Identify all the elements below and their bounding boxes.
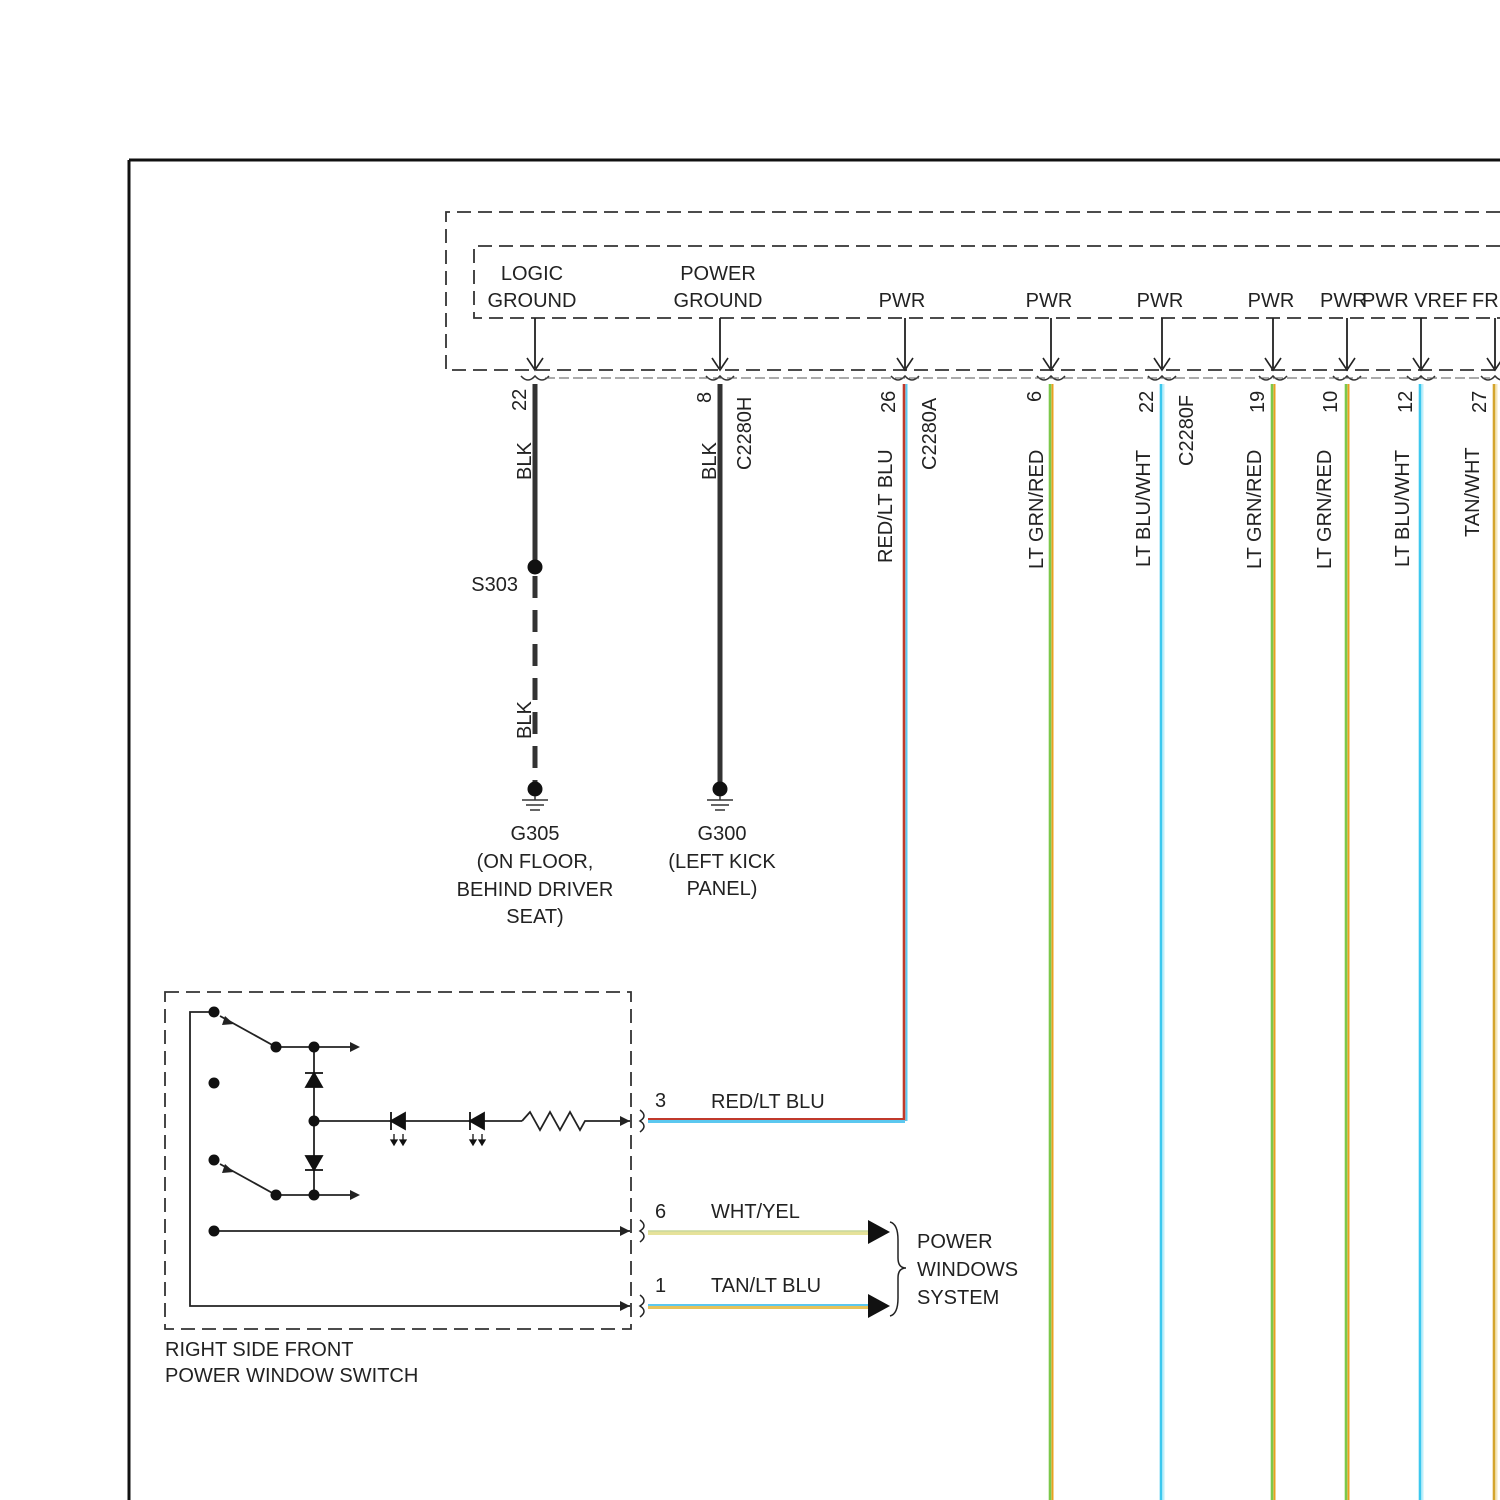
pin-22-label: 22: [509, 389, 531, 411]
wire-color-label: LT GRN/RED: [1314, 450, 1336, 569]
destination-label-3: SYSTEM: [917, 1287, 999, 1309]
wire-color-label: LT BLU/WHT: [1392, 450, 1414, 567]
splice-s303-label: S303: [471, 574, 518, 596]
pin-19-label: 19: [1247, 391, 1269, 413]
page-frame: [129, 160, 1500, 1500]
power-ground-label-2: GROUND: [674, 290, 763, 312]
g300-label: G300: [698, 823, 747, 845]
connector-label: C2280A: [919, 397, 941, 470]
led-emission-icon: [391, 1134, 485, 1145]
pwr-label-2: PWR: [1026, 290, 1073, 312]
g300-location-2: PANEL): [687, 878, 758, 900]
pwr-circuit-12: 12 LT BLU/WHT: [1392, 384, 1423, 1500]
pwr-label-3: PWR: [1137, 290, 1184, 312]
pwr-circuit-6: 6 LT GRN/RED: [1024, 384, 1053, 1500]
logic-ground-label-1: LOGIC: [501, 263, 563, 285]
logic-ground-wire-color: BLK: [514, 442, 536, 480]
destination-label-2: WINDOWS: [917, 1259, 1018, 1281]
pin-8-label: 8: [694, 392, 716, 403]
g300-location-1: (LEFT KICK: [668, 851, 776, 873]
power-ground-wire-color: BLK: [699, 442, 721, 480]
brace-icon: [890, 1222, 906, 1316]
c2280h-label: C2280H: [734, 397, 756, 470]
switch-wire-3-color: RED/LT BLU: [711, 1091, 825, 1113]
wire-color-label: LT GRN/RED: [1244, 450, 1266, 569]
module-labels: LOGIC GROUND POWER GROUND PWR PWR PWR PW…: [488, 263, 1500, 312]
pin-27-label: 27: [1469, 391, 1491, 413]
ground-symbol-icon: [522, 796, 548, 810]
switch-pin-6: 6: [655, 1201, 666, 1223]
pwr-circuit-19: 19 LT GRN/RED: [1244, 384, 1275, 1500]
fri-label: FRI: [1472, 290, 1500, 312]
ground-symbol-icon: [707, 796, 733, 810]
g305-dot: [528, 782, 543, 797]
switch-pin-1: 1: [655, 1275, 666, 1297]
wire-color-label: LT BLU/WHT: [1133, 450, 1155, 567]
switch-circuits: 3 RED/LT BLU 6 WHT/YEL 1 TAN/LT BLU POWE…: [648, 1090, 1018, 1318]
switch-pin-3: 3: [655, 1090, 666, 1112]
g305-label: G305: [511, 823, 560, 845]
switch-name-1: RIGHT SIDE FRONT: [165, 1339, 354, 1361]
pwr-circuit-10: 10 LT GRN/RED: [1314, 384, 1349, 1500]
connector-label: C2280F: [1176, 395, 1198, 466]
red-lt-blu-run: [648, 1119, 905, 1121]
pwr-label-4: PWR: [1248, 290, 1295, 312]
wire-color-label: TAN/WHT: [1462, 447, 1484, 537]
switch-wire-1-color: TAN/LT BLU: [711, 1275, 821, 1297]
switch-wire-6-color: WHT/YEL: [711, 1201, 800, 1223]
pin-22-label: 22: [1136, 391, 1158, 413]
destination-label-1: POWER: [917, 1231, 993, 1253]
power-ground-circuit: 8 BLK C2280H G300 (LEFT KICK PANEL): [668, 384, 776, 900]
pin-12-label: 12: [1395, 391, 1417, 413]
logic-ground-label-2: GROUND: [488, 290, 577, 312]
splice-s303-dot: [528, 560, 543, 575]
power-window-switch: RIGHT SIDE FRONT POWER WINDOW SWITCH: [165, 992, 644, 1387]
wire-color-label: RED/LT BLU: [875, 449, 897, 563]
g305-location-2: BEHIND DRIVER: [457, 879, 614, 901]
arrow-icon: [868, 1294, 890, 1318]
pwr-label-1: PWR: [879, 290, 926, 312]
wire-color-label: LT GRN/RED: [1026, 450, 1048, 569]
g305-location-3: SEAT): [506, 906, 563, 928]
logic-ground-circuit: 22 BLK S303 BLK G305 (ON FLOOR, BEHIND D…: [457, 384, 614, 928]
switch-name-2: POWER WINDOW SWITCH: [165, 1365, 418, 1387]
pwr-label-5: PWR: [1320, 290, 1367, 312]
pwr-vref-label: PWR VREF: [1362, 290, 1468, 312]
g300-dot: [713, 782, 728, 797]
power-ground-label-1: POWER: [680, 263, 756, 285]
lower-wire-color: BLK: [514, 701, 536, 739]
pin-26-label: 26: [878, 391, 900, 413]
pwr-circuit-22: 22 LT BLU/WHT C2280F: [1133, 384, 1198, 1500]
pin-6-label: 6: [1024, 391, 1046, 402]
pin-10-label: 10: [1320, 391, 1342, 413]
g305-location-1: (ON FLOOR,: [477, 851, 594, 873]
arrow-icon: [868, 1220, 890, 1244]
